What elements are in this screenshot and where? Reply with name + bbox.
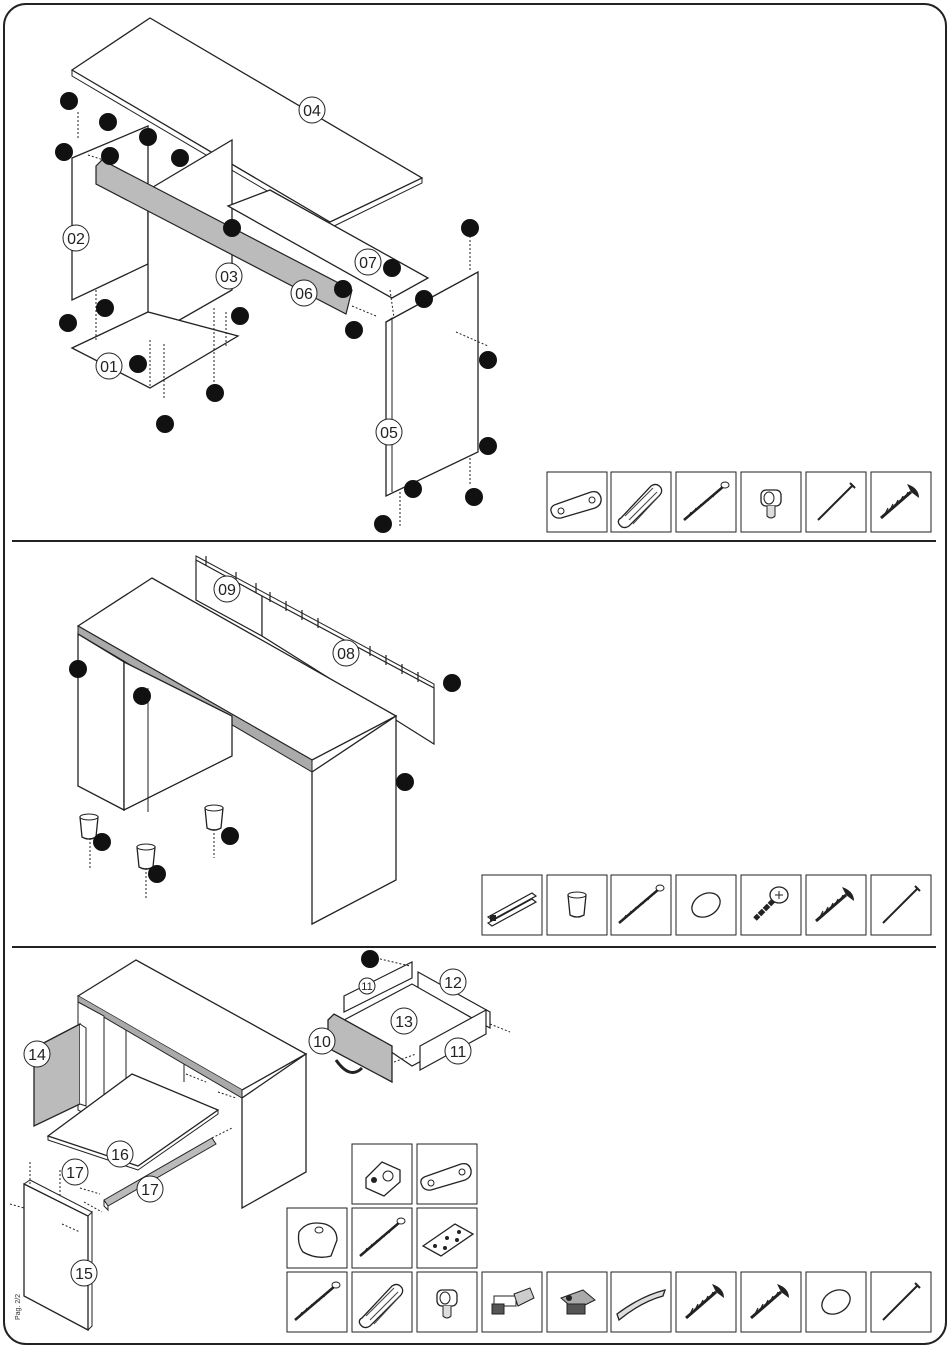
nail-icon — [871, 875, 931, 935]
svg-text:03: 03 — [220, 269, 238, 286]
svg-text:10: 10 — [313, 1034, 331, 1051]
mounting-plate-icon — [417, 1208, 477, 1268]
part-label-11: 11 — [445, 1038, 471, 1064]
foot-2 — [205, 805, 223, 858]
part-label-01: 01 — [96, 353, 122, 379]
dowel-icon — [611, 472, 671, 532]
part-label-03: 03 — [216, 263, 242, 289]
part-label-10: 10 — [309, 1028, 335, 1054]
joint-plate-icon — [547, 472, 607, 532]
handle-icon — [611, 1272, 671, 1332]
part-label-08: 08 — [333, 640, 359, 666]
pan-screw-icon — [676, 1272, 736, 1332]
dowel-icon — [352, 1272, 412, 1332]
svg-text:13: 13 — [395, 1014, 413, 1031]
section-3-exploded-view: 11 12 13 10 11 14 16 17 17 15 — [10, 950, 931, 1332]
nail-icon — [871, 1272, 931, 1332]
part-label-15: 15 — [71, 1260, 97, 1286]
joint-plate-icon — [417, 1144, 477, 1204]
cam-housing-icon — [287, 1208, 347, 1268]
part-label-12: 12 — [440, 969, 466, 995]
pan-screw-icon — [871, 472, 931, 532]
plastic-foot-icon — [547, 875, 607, 935]
svg-text:14: 14 — [28, 1047, 46, 1064]
round-disc-icon — [676, 875, 736, 935]
hardware-row-1 — [547, 472, 931, 532]
desk-left-side — [78, 634, 124, 810]
hinge-plate-icon — [547, 1272, 607, 1332]
svg-text:06: 06 — [295, 286, 313, 303]
long-screw-icon — [611, 875, 671, 935]
round-disc-icon — [806, 1272, 866, 1332]
part-label-09: 09 — [214, 576, 240, 602]
cam-lock-icon — [417, 1272, 477, 1332]
part-14-door — [34, 1024, 80, 1126]
part-label-14: 14 — [24, 1041, 50, 1067]
page-number: Pag. 2/2 — [15, 1294, 22, 1320]
part-label-16: 16 — [107, 1141, 133, 1167]
hinge-icon — [482, 1272, 542, 1332]
nail-icon — [806, 472, 866, 532]
part-01-bottom-panel — [72, 312, 238, 388]
section-1-exploded-view: 04 02 03 06 07 01 05 — [55, 18, 931, 533]
svg-text:12: 12 — [444, 975, 462, 992]
part-label-11-small: 11 — [359, 978, 375, 994]
short-screw-icon — [741, 875, 801, 935]
svg-text:02: 02 — [67, 231, 85, 248]
svg-text:15: 15 — [75, 1266, 93, 1283]
part-label-04: 04 — [299, 97, 325, 123]
svg-text:17: 17 — [66, 1165, 84, 1182]
svg-text:11: 11 — [361, 981, 372, 993]
part-label-17b: 17 — [137, 1176, 163, 1202]
svg-text:05: 05 — [380, 425, 398, 442]
svg-text:16: 16 — [111, 1147, 129, 1164]
pan-screw-icon — [806, 875, 866, 935]
svg-text:11: 11 — [450, 1044, 467, 1061]
part-label-17a: 17 — [62, 1159, 88, 1185]
svg-text:09: 09 — [218, 582, 236, 599]
part-label-13: 13 — [391, 1008, 417, 1034]
part-label-02: 02 — [63, 225, 89, 251]
desk-top-3 — [78, 960, 306, 1090]
part-label-05: 05 — [376, 419, 402, 445]
svg-text:04: 04 — [303, 103, 321, 120]
long-screw-icon — [352, 1208, 412, 1268]
svg-text:07: 07 — [359, 255, 377, 272]
angle-bracket-icon — [352, 1144, 412, 1204]
part-label-06: 06 — [291, 280, 317, 306]
pan-screw-icon — [741, 1272, 801, 1332]
section-2-exploded-view: 09 08 — [69, 556, 931, 935]
part-05-right-side — [386, 272, 478, 496]
hardware-grid-3 — [287, 1144, 931, 1332]
svg-text:17: 17 — [141, 1182, 159, 1199]
svg-text:01: 01 — [100, 359, 118, 376]
part-label-07: 07 — [355, 249, 381, 275]
hardware-row-2 — [482, 875, 931, 935]
part-15-side-panel — [24, 1184, 88, 1330]
cam-lock-icon — [741, 472, 801, 532]
long-screw-icon — [287, 1272, 347, 1332]
long-screw-icon — [676, 472, 736, 532]
drawer-rails-icon — [482, 875, 542, 935]
svg-text:08: 08 — [337, 646, 355, 663]
callout-dot — [361, 950, 379, 968]
